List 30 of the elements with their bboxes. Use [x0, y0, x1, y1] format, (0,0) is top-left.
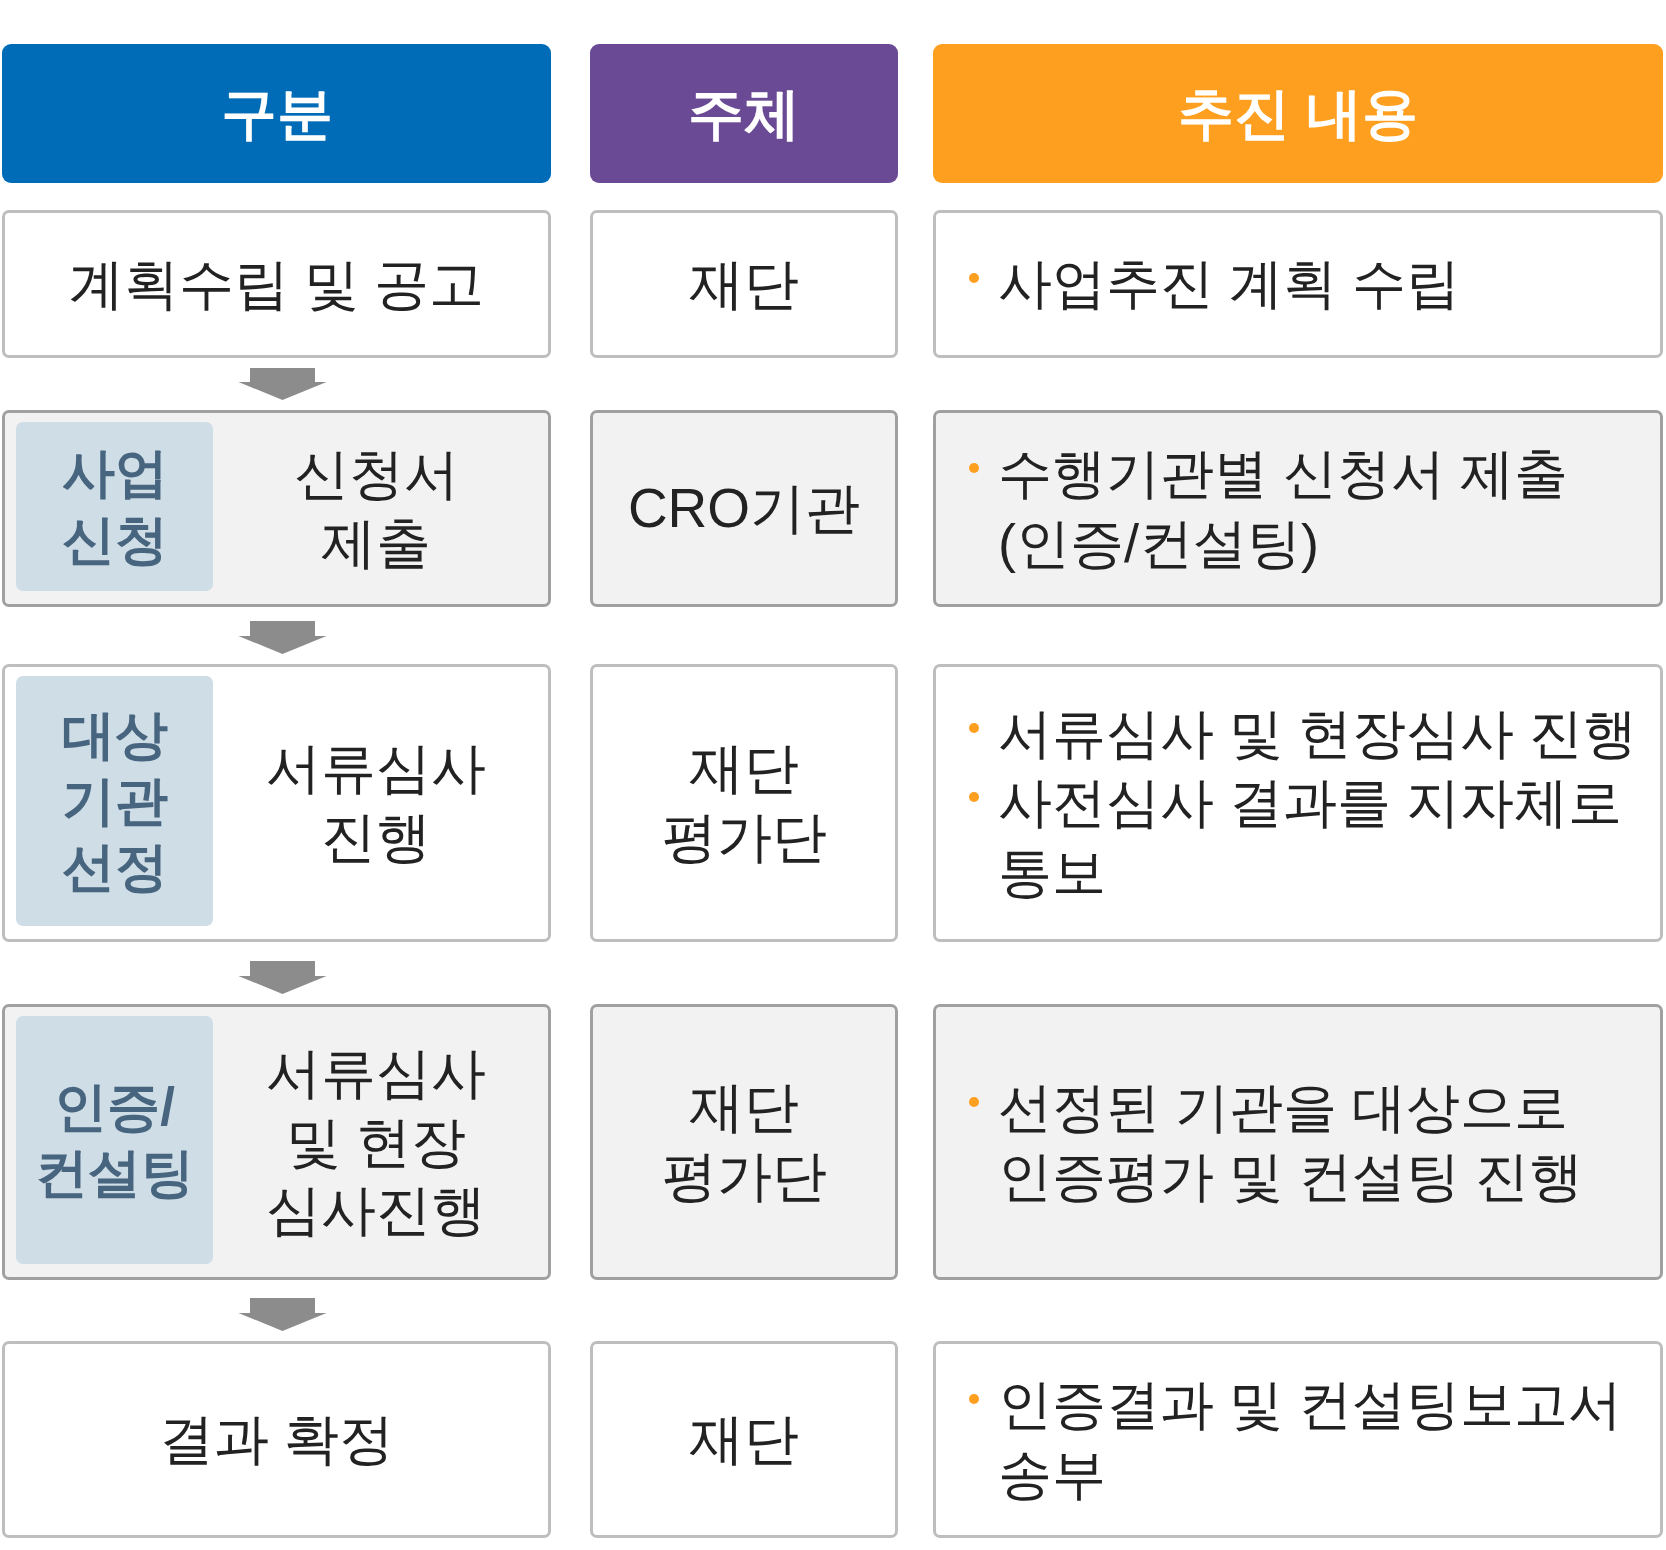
cell-text: 신청서 제출: [292, 441, 460, 576]
bullet-text: 사전심사 결과를 지자체로 통보: [998, 771, 1623, 904]
category-cell: [2, 410, 551, 607]
actor-cell: 재단 평가단: [590, 1004, 898, 1280]
actor-cell: CRO기관: [590, 410, 898, 607]
bullet-text: 선정된 기관을 대상으로 인증평가 및 컨설팅 진행: [998, 1075, 1584, 1208]
stage-label: 대상 기관 선정: [16, 676, 213, 926]
content-cell: [933, 664, 1663, 942]
actor-cell: 재단: [590, 210, 898, 358]
category-cell: 결과 확정: [2, 1341, 551, 1538]
cell-text: 서류심사 및 현장 심사진행: [265, 1040, 487, 1244]
content-cell: [933, 1341, 1663, 1538]
actor-cell: 재단 평가단: [590, 664, 898, 942]
stage-label: 인증/ 컨설팅: [16, 1016, 213, 1264]
content-cell: [933, 1004, 1663, 1280]
bullet-text: 수행기관별 신청서 제출 (인증/컨설팅): [998, 442, 1569, 575]
column-header: 추진 내용: [933, 44, 1663, 183]
category-cell: [2, 664, 551, 942]
content-cell: [933, 210, 1663, 358]
column-header: 구분: [2, 44, 551, 183]
bullet-text: 서류심사 및 현장심사 진행: [998, 702, 1637, 766]
bullet-text: 인증결과 및 컨설팅보고서 송부: [998, 1373, 1623, 1506]
cell-text: 서류심사 진행: [265, 736, 487, 870]
content-cell: [933, 410, 1663, 607]
bullet-text: 사업추진 계획 수립: [998, 252, 1460, 316]
stage-label: 사업 신청: [16, 422, 213, 591]
column-header: 주체: [590, 44, 898, 183]
category-cell: [2, 1004, 551, 1280]
category-cell: 계획수립 및 공고: [2, 210, 551, 358]
actor-cell: 재단: [590, 1341, 898, 1538]
